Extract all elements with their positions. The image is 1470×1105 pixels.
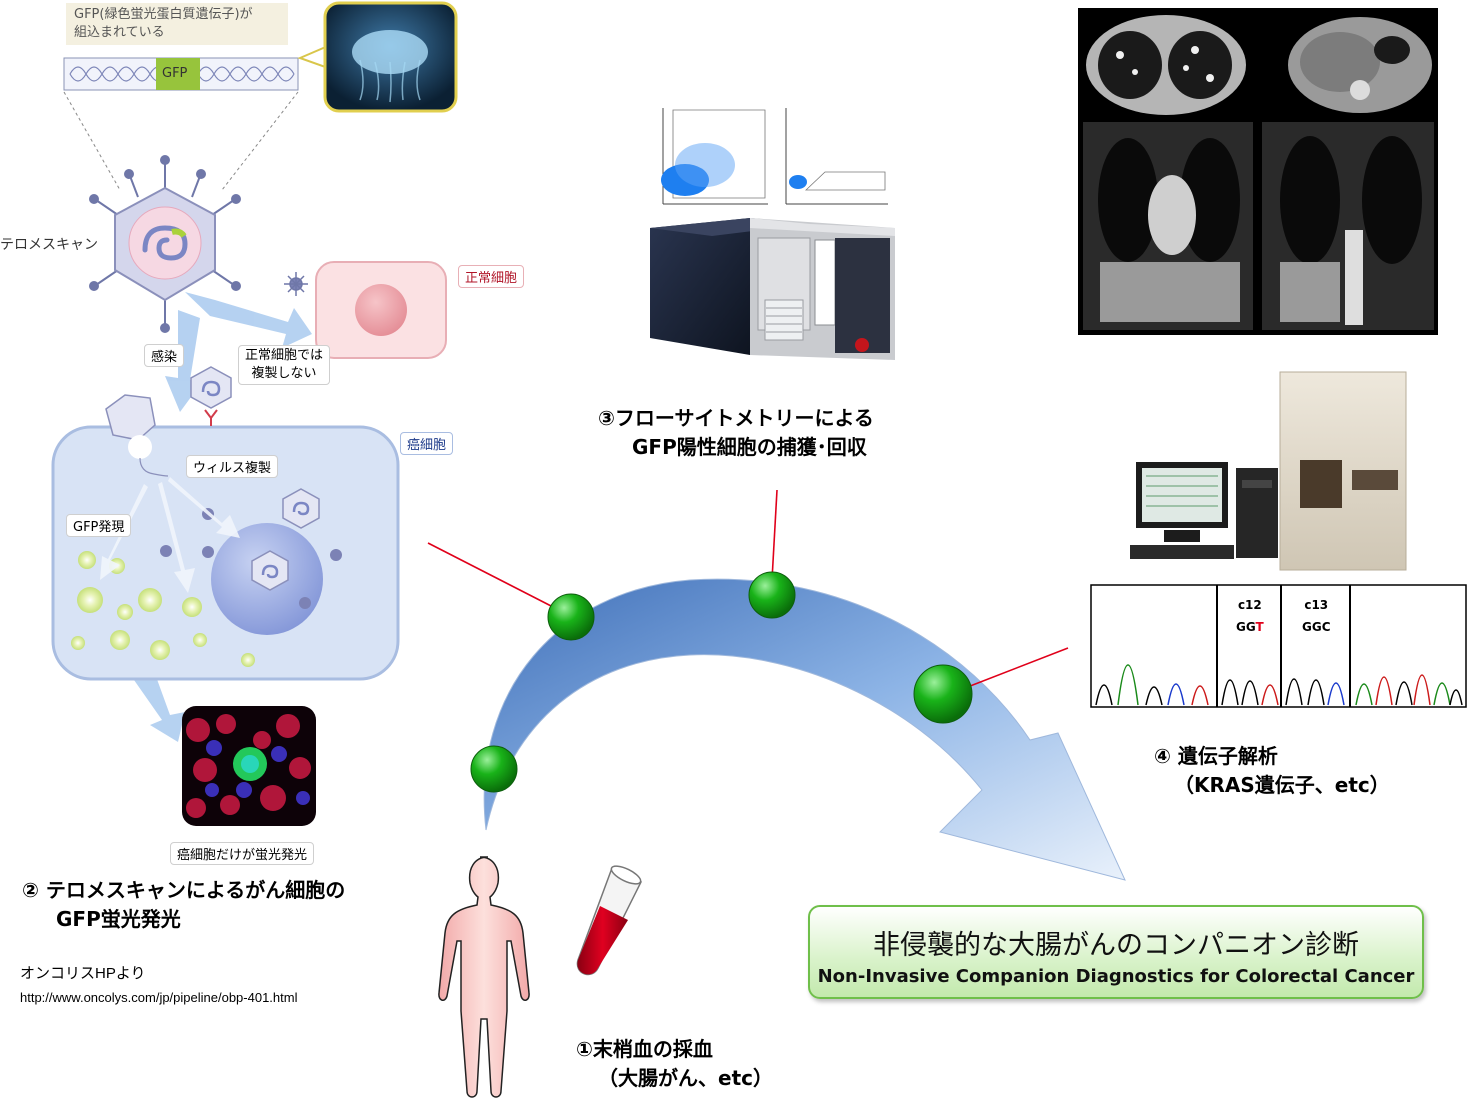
normal-cell-note-line1: 正常細胞では (245, 348, 324, 363)
step3-text: ③フローサイトメトリーによる GFP陽性細胞の捕獲･回収 (598, 404, 874, 462)
normal-cell-label: 正常細胞 (458, 265, 525, 288)
gfp-note-line2: 組込まれている (74, 25, 165, 40)
step4-text: ④ 遺伝子解析 （KRAS遺伝子、etc） (1154, 742, 1390, 800)
normal-cell-note-line2: 複製しない (251, 366, 317, 381)
flow-cytometer-image (650, 218, 895, 360)
connector-lines (427, 489, 1069, 689)
step4-line1: ④ 遺伝子解析 (1154, 744, 1278, 768)
codon-c13-label: c13 (1304, 598, 1329, 612)
workflow-node-4 (913, 664, 973, 724)
banner-subtitle: Non-Invasive Companion Diagnostics for C… (817, 966, 1415, 987)
blood-test-tube-icon (576, 865, 643, 976)
codon-c12-seq: GGT (1236, 616, 1264, 638)
source-line1: オンコリスHPより (20, 965, 146, 982)
step2-line2: GFP蛍光発光 (56, 907, 181, 931)
source-note: オンコリスHPより http://www.oncolys.com/jp/pipe… (20, 962, 297, 1010)
step4-line2: （KRAS遺伝子、etc） (1174, 773, 1390, 797)
flow-cytometry-plots (655, 108, 890, 210)
banner-title: 非侵襲的な大腸がんのコンパニオン診断 (873, 930, 1359, 961)
infection-label: 感染 (144, 344, 185, 367)
virus-replication-label: ウィルス複製 (186, 455, 279, 478)
sequencing-chromatogram (1090, 584, 1467, 708)
jellyfish-image (297, 1, 458, 113)
step2-line1: ② テロメスキャンによるがん細胞の (22, 878, 346, 902)
codon-c12-label: c12 (1237, 598, 1262, 612)
gfp-note-box (66, 3, 288, 45)
virus-label: テロメスキャン (0, 237, 98, 253)
genetic-analyzer-image (1130, 371, 1407, 571)
workflow-node-1 (470, 745, 518, 793)
codon-c12-seq-prefix: GG (1236, 620, 1256, 634)
normal-cell-note: 正常細胞では 複製しない (238, 345, 331, 385)
codon-c13-seq: GGC (1302, 620, 1331, 634)
cancer-cell-label: 癌細胞 (400, 432, 454, 455)
step2-text: ② テロメスキャンによるがん細胞の GFP蛍光発光 (22, 876, 345, 934)
human-figure-icon (438, 856, 530, 1098)
ct-scan-images (1078, 8, 1438, 335)
codon-c12-mutation: T (1255, 620, 1264, 634)
step3-line1: ③フローサイトメトリーによる (598, 406, 874, 430)
step3-line2: GFP陽性細胞の捕獲･回収 (632, 435, 867, 459)
workflow-node-2 (547, 593, 595, 641)
step1-line1: ①末梢血の採血 (576, 1037, 713, 1061)
small-virus-icon (284, 272, 308, 296)
gfp-gene-strip (63, 57, 299, 191)
step1-line2: （大腸がん、etc） (598, 1066, 773, 1090)
fluorescence-micrograph (182, 706, 316, 826)
step1-text: ①末梢血の採血 （大腸がん、etc） (576, 1035, 773, 1093)
codon-c13: c13 GGC (1302, 594, 1331, 638)
normal-cell (315, 261, 447, 359)
gfp-expression-label: GFP発現 (66, 514, 132, 537)
gfp-segment-label: GFP (162, 66, 188, 81)
cancer-cell (51, 366, 400, 681)
telomescan-virus-icon (89, 155, 241, 333)
fluorescence-caption: 癌細胞だけが蛍光発光 (170, 842, 315, 865)
source-url: http://www.oncolys.com/jp/pipeline/obp-4… (20, 990, 298, 1005)
gfp-note: GFP(緑色蛍光蛋白質遺伝子)が 組込まれている (74, 6, 253, 42)
workflow-node-3 (748, 571, 796, 619)
summary-banner: 非侵襲的な大腸がんのコンパニオン診断 Non-Invasive Companio… (808, 905, 1424, 999)
gfp-note-line1: GFP(緑色蛍光蛋白質遺伝子)が (74, 7, 253, 22)
codon-c12: c12 GGT (1236, 594, 1264, 638)
